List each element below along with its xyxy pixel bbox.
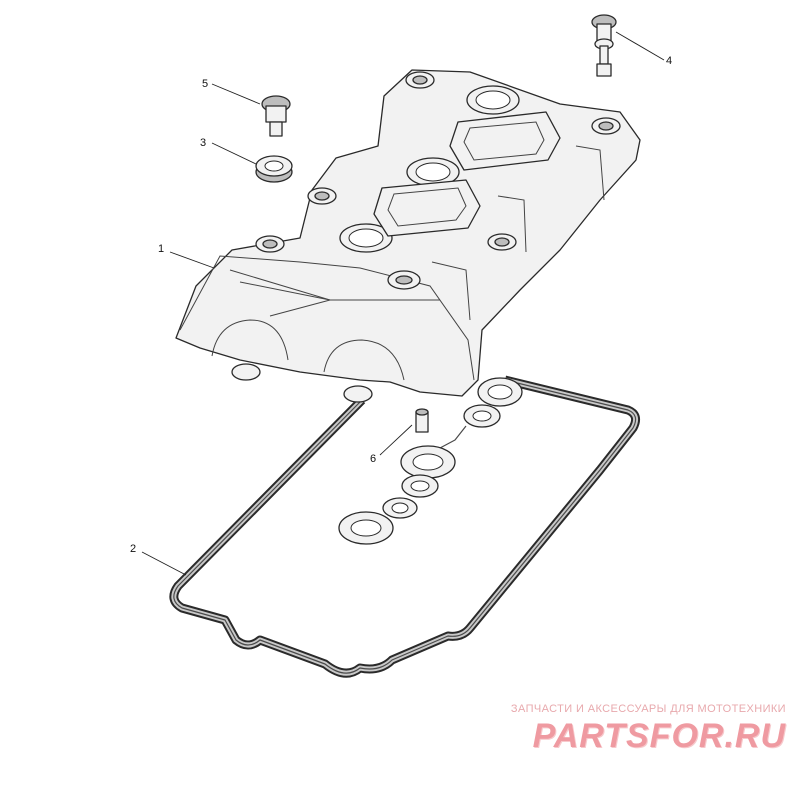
leader-lines (141, 31, 665, 576)
dowel-pin (415, 408, 429, 433)
plug-well-2 (406, 157, 460, 187)
plug-seal-6 (338, 511, 394, 545)
callout-4: 4 (666, 55, 672, 67)
callout-labels: 1 2 3 4 5 6 (130, 55, 672, 555)
leader-5 (211, 83, 261, 105)
leader-2 (141, 551, 187, 576)
breather-port-1 (449, 111, 561, 171)
plug-seal-3 (400, 445, 456, 479)
valve-cover-gasket (169, 375, 641, 678)
leader-1 (169, 251, 215, 269)
callout-5: 5 (202, 78, 208, 90)
watermark: ЗАПЧАСТИ И АКСЕССУАРЫ ДЛЯ МОТОТЕХНИКИ PA… (486, 703, 786, 756)
plug-well-1 (466, 85, 520, 115)
watermark-logo: PARTSFOR.RU (532, 717, 786, 755)
valve-cover (175, 69, 641, 403)
plug-seal-1 (477, 377, 523, 407)
plug-well-3 (339, 223, 393, 253)
leader-3 (211, 142, 257, 165)
bolt-grommet (261, 95, 291, 137)
callout-6: 6 (370, 453, 376, 465)
cover-bolt (591, 14, 617, 77)
leader-6 (379, 424, 413, 456)
breather-port-2 (373, 179, 481, 237)
plug-seal-4 (401, 474, 439, 498)
leader-4 (615, 31, 665, 61)
callout-1: 1 (158, 243, 164, 255)
callout-3: 3 (200, 137, 206, 149)
plug-seal-2 (463, 404, 501, 428)
callout-2: 2 (130, 543, 136, 555)
sealing-washer (255, 155, 293, 183)
watermark-tagline: ЗАПЧАСТИ И АКСЕССУАРЫ ДЛЯ МОТОТЕХНИКИ (510, 703, 786, 715)
plug-seal-5 (382, 497, 418, 519)
